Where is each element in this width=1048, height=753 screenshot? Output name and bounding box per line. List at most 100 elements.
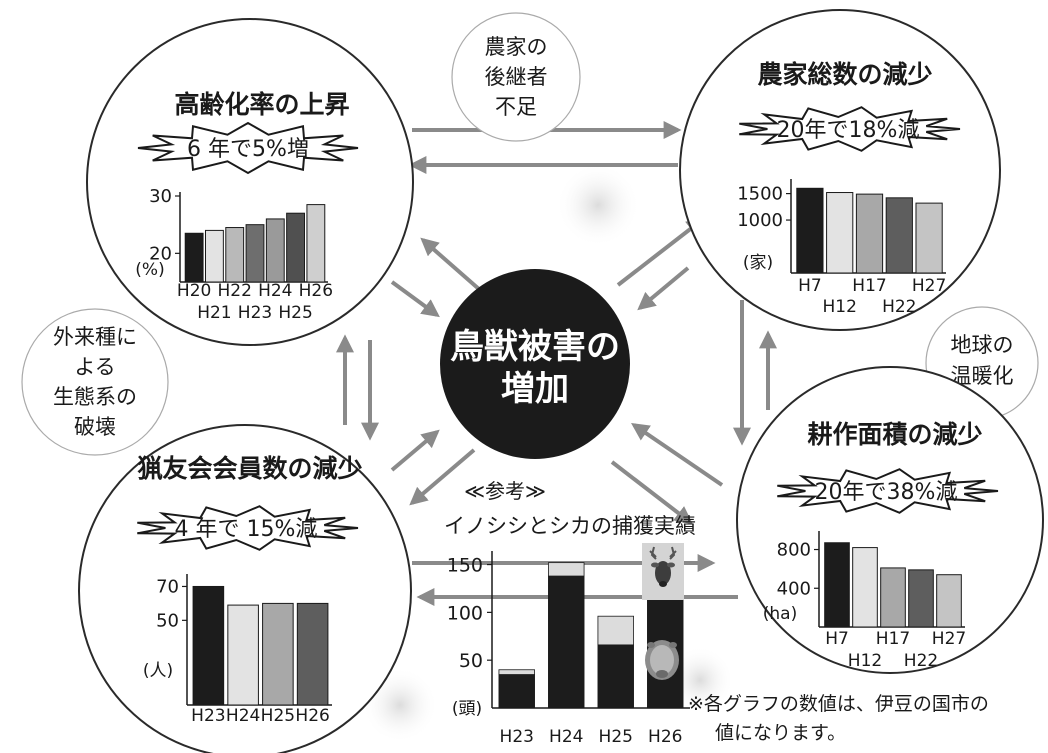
deer-icon [642, 543, 684, 600]
bar [225, 227, 245, 283]
bar [936, 574, 962, 628]
bubble-text: 地球の [951, 333, 1014, 357]
chart-unit: (ha) [763, 604, 797, 624]
x-tick-label: H26 [295, 706, 329, 726]
y-tick-label: 50 [156, 610, 179, 631]
panel-circle [86, 18, 414, 346]
arrow-center-to-farmers [616, 217, 705, 287]
bar [824, 542, 850, 628]
boar-icon [645, 640, 679, 680]
arrow-center-to-hunters [409, 448, 476, 506]
chart-unit: (人) [143, 661, 173, 681]
bubble-text: 外来種に [53, 325, 137, 349]
bar [826, 192, 854, 274]
panel-title: 猟友会会員数の減少 [136, 454, 362, 483]
bar-segment-main [597, 644, 634, 709]
bar [227, 604, 259, 706]
y-tick-label: 150 [447, 555, 483, 577]
panel-farmers: 農家総数の減少 20年で18%減 15001000H7H12H17H22H27 … [679, 9, 1001, 331]
y-tick-label: 800 [777, 540, 811, 561]
x-tick-label: H12 [848, 651, 882, 671]
x-tick-label: H7 [825, 629, 849, 649]
panel-circle [736, 366, 1044, 674]
bar [245, 224, 265, 283]
bubble-text: 不足 [495, 95, 537, 119]
bar-segment-top [597, 615, 634, 646]
center-title: 増加 [501, 369, 569, 409]
burst-shape [137, 505, 359, 551]
panel-aging: 高齢化率の上昇 6 年で5%増 3020H20H21H22H23H24H25H2… [86, 18, 414, 346]
arrow-aging-to-center [390, 280, 440, 318]
burst-shape [739, 106, 961, 152]
y-tick-label: 1000 [737, 210, 783, 231]
bar-segment-main [498, 674, 535, 709]
chart-unit: (頭) [452, 699, 482, 719]
footnote: ※各グラフの数値は、伊豆の国市の 値になります。 [688, 693, 989, 744]
x-tick-label: H25 [599, 727, 633, 747]
center-title: 鳥獣被害の [450, 327, 620, 367]
bar [796, 187, 824, 274]
panel-circle [679, 9, 1001, 331]
bar [296, 602, 329, 706]
y-tick-label: 20 [149, 243, 172, 264]
x-tick-label: H24 [549, 727, 583, 747]
x-tick-label: H25 [278, 303, 312, 323]
panel-title: 耕作面積の減少 [807, 420, 982, 449]
bar [885, 197, 913, 274]
x-tick-label: H27 [912, 276, 946, 296]
arrow-hunters-to-center [390, 429, 440, 472]
y-tick-label: 1500 [737, 184, 783, 205]
arrow-farmland-to-center [631, 422, 724, 487]
decor-spot [556, 163, 640, 247]
x-tick-label: H26 [648, 727, 682, 747]
x-tick-label: H24 [226, 706, 260, 726]
x-tick-label: H24 [258, 281, 292, 301]
y-tick-label: 400 [777, 578, 811, 599]
center-circle [440, 269, 630, 459]
bubble-circle [451, 12, 581, 142]
x-tick-label: H22 [882, 297, 916, 317]
center-node: 鳥獣被害の 増加 [440, 269, 630, 459]
bubble-text: 破壊 [74, 415, 116, 439]
burst-text: 4 年で 15%減 [175, 517, 318, 542]
bar-segment-top [498, 669, 535, 675]
x-tick-label: H23 [191, 706, 225, 726]
bar [286, 212, 305, 283]
bar [880, 567, 906, 628]
burst-text: 6 年で5%増 [187, 137, 309, 162]
footnote-line: ※各グラフの数値は、伊豆の国市の [688, 693, 989, 715]
bar [852, 547, 878, 628]
bar [205, 229, 224, 283]
arrow-center-to-aging [420, 237, 482, 292]
burst-shape [777, 468, 999, 514]
x-tick-label: H22 [904, 651, 938, 671]
bar [915, 202, 943, 274]
arrow-center-to-farmland [610, 460, 693, 525]
y-tick-label: 50 [459, 650, 483, 672]
bar [855, 193, 884, 274]
chart-unit: (家) [743, 253, 773, 273]
reference-title: イノシシとシカの捕獲実績 [444, 514, 696, 538]
bar [306, 204, 326, 283]
bubble-invasive: 外来種に よる 生態系の 破壊 [21, 308, 169, 456]
x-tick-label: H23 [500, 727, 534, 747]
chart-unit: (%) [135, 260, 164, 280]
bar [908, 569, 934, 628]
panel-title: 高齢化率の上昇 [174, 90, 349, 119]
arrow-farmers-to-center [637, 266, 690, 311]
bubble-text: 農家の [485, 35, 548, 59]
bar [262, 602, 294, 706]
bar [184, 232, 204, 283]
burst-text: 20年で38%減 [815, 480, 958, 505]
x-tick-label: H25 [261, 706, 295, 726]
